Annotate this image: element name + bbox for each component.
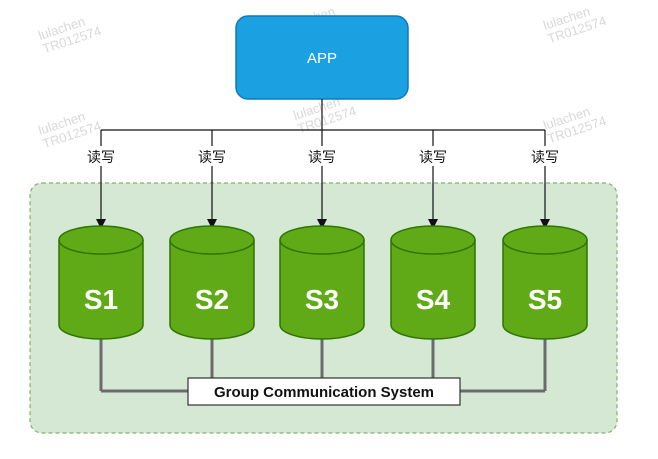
bus-label: Group Communication System [214,384,434,401]
server-s3: S3 [279,225,365,340]
cylinder-body [169,225,255,340]
connectors [96,99,550,229]
cylinder-body [390,225,476,340]
app-label: APP [307,50,337,67]
cylinder-lid-edge [279,239,365,255]
edge-label-s3: 读写 [308,149,336,165]
edge-label-s1: 读写 [87,149,115,165]
cylinder-lid-edge [502,239,588,255]
server-s1: S1 [58,225,144,340]
app-node: APP [235,15,409,100]
server-label: S1 [84,284,118,315]
server-label: S5 [528,284,562,315]
edge-label-s2: 读写 [198,149,226,165]
servers: S1 S2 S3 S4 S5 [58,225,588,340]
server-s2: S2 [169,225,255,340]
cylinder-lid-edge [169,239,255,255]
cylinder-body [58,225,144,340]
edge-label-s4: 读写 [419,149,447,165]
server-label: S4 [416,284,451,315]
server-label: S2 [195,284,229,315]
server-s4: S4 [390,225,476,340]
cylinder-lid-edge [390,239,476,255]
cylinder-body [279,225,365,340]
edge-label-s5: 读写 [531,149,559,165]
edge-labels: 读写 读写 读写 读写 读写 [84,146,562,166]
cylinder-body [502,225,588,340]
server-s5: S5 [502,225,588,340]
group-communication-system-box: Group Communication System [187,377,461,406]
cylinder-lid-edge [58,239,144,255]
server-label: S3 [305,284,339,315]
